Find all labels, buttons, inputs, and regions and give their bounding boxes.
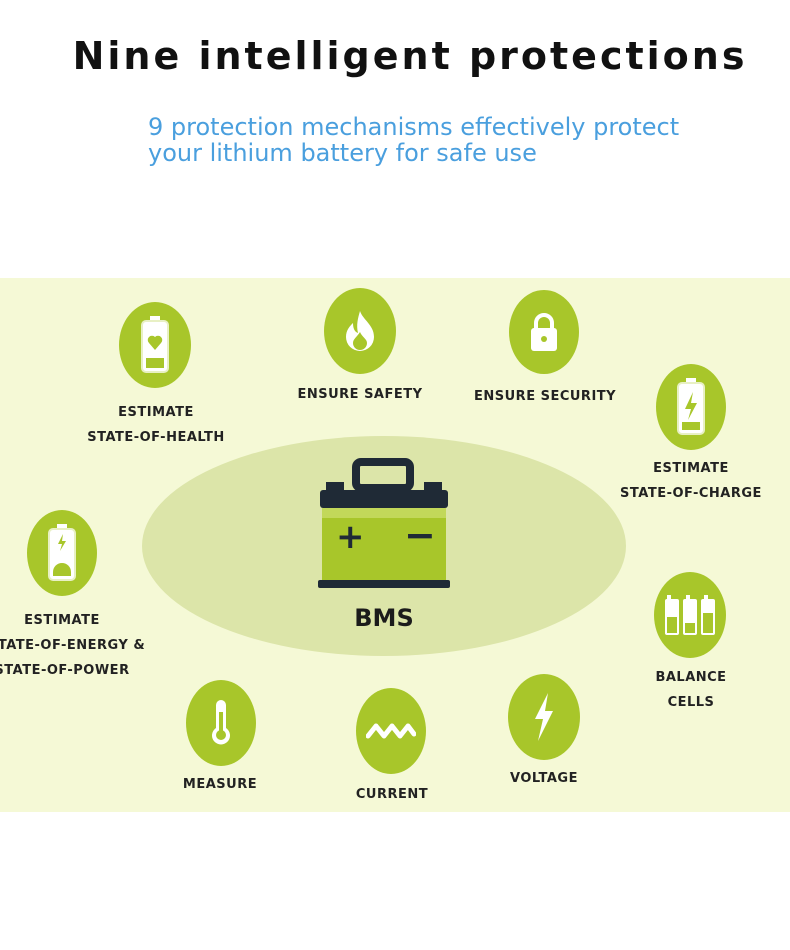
page-subtitle: 9 protection mechanisms effectively prot… xyxy=(148,114,748,166)
battery-bolt-icon xyxy=(656,364,726,450)
wave-icon xyxy=(356,688,426,774)
subtitle-line-2: your lithium battery for safe use xyxy=(148,139,537,167)
page-title: Nine intelligent protections xyxy=(72,34,748,78)
bms-battery-icon xyxy=(318,458,450,588)
bms-label: BMS xyxy=(354,604,414,632)
label-current: CURRENT xyxy=(355,787,429,802)
label-balance-1: BALANCE xyxy=(655,670,727,685)
label-measure: MEASURE xyxy=(182,777,258,792)
label-safety: ENSURE SAFETY xyxy=(297,387,423,402)
label-security: ENSURE SECURITY xyxy=(474,389,617,404)
label-state-of-charge-2: STATE-OF-CHARGE xyxy=(620,486,762,501)
label-state-of-charge-1: ESTIMATE xyxy=(653,461,729,476)
battery-plus-sign: + xyxy=(336,517,365,557)
subtitle-line-1: 9 protection mechanisms effectively prot… xyxy=(148,113,680,141)
flame-icon xyxy=(324,288,396,374)
battery-gauge-icon xyxy=(27,510,97,596)
label-voltage: VOLTAGE xyxy=(510,771,578,786)
battery-minus-sign: − xyxy=(404,513,436,557)
protections-diagram: + − BMS ESTIMATE STATE-OF-HEALTH ENSURE … xyxy=(0,278,790,812)
label-state-of-health-1: ESTIMATE xyxy=(118,405,194,420)
label-state-of-energy-1: ESTIMATE xyxy=(24,613,100,628)
label-state-of-energy-3: STATE-OF-POWER xyxy=(0,663,130,678)
label-state-of-health-2: STATE-OF-HEALTH xyxy=(87,430,225,445)
thermometer-icon xyxy=(186,680,256,766)
cells-icon xyxy=(654,572,726,658)
label-balance-2: CELLS xyxy=(667,695,715,710)
battery-heart-icon xyxy=(119,302,191,388)
label-state-of-energy-2: STATE-OF-ENERGY & xyxy=(0,638,146,653)
lock-icon xyxy=(509,290,579,374)
lightning-icon xyxy=(508,674,580,760)
